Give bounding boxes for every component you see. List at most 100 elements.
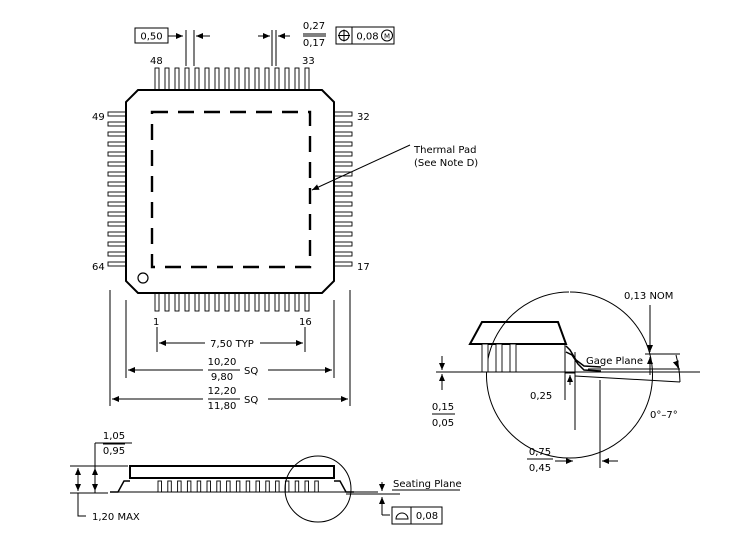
left-pin <box>107 181 127 187</box>
right-pin <box>333 151 353 157</box>
mmc-letter: M <box>384 33 390 41</box>
angle-label: 0°–7° <box>650 410 678 421</box>
top-pin <box>204 67 210 91</box>
bottom-pin <box>234 292 240 312</box>
bottom-pin <box>194 292 200 312</box>
top-pins <box>154 67 310 91</box>
pitch-label: 0,50 <box>140 32 162 43</box>
side-view-labels: 1,05 0,95 1,20 MAX Seating Plane 0,08 <box>92 431 462 523</box>
left-pin <box>107 171 127 177</box>
standoff-min: 0,05 <box>432 418 454 429</box>
standoff-max: 0,15 <box>432 402 454 413</box>
top-pin <box>174 67 180 91</box>
lead-width-max: 0,27 <box>303 21 325 32</box>
top-pin <box>284 67 290 91</box>
side-lead <box>196 480 202 493</box>
detail-body <box>468 321 568 345</box>
detail-pin <box>495 343 503 373</box>
detail-view <box>436 291 700 468</box>
thermal-pad-note: (See Note D) <box>414 158 478 169</box>
left-pin <box>107 121 127 127</box>
right-pin <box>333 111 353 117</box>
side-lead <box>167 480 172 493</box>
top-pin <box>254 67 260 91</box>
left-pin <box>107 251 127 257</box>
pin-label-1: 1 <box>153 317 159 328</box>
pin-label-16: 16 <box>299 317 312 328</box>
bottom-pin <box>164 292 170 312</box>
side-lead <box>255 480 260 493</box>
left-pin <box>107 241 127 247</box>
bottom-pin <box>204 292 210 312</box>
pin-label-17: 17 <box>357 262 370 273</box>
left-pin <box>107 141 127 147</box>
right-pin <box>333 121 353 127</box>
tolerance-value: 0,08 <box>356 32 378 43</box>
overall-sq: SQ <box>244 395 258 406</box>
pad-dimension: 7,50 TYP <box>210 339 254 350</box>
side-lead <box>294 480 300 493</box>
bottom-pin <box>214 292 220 312</box>
body-sq: SQ <box>244 366 258 377</box>
side-lead <box>177 480 182 493</box>
detail-pin <box>481 343 489 373</box>
package-body <box>125 89 335 294</box>
top-pin <box>234 67 240 91</box>
left-pin <box>107 111 127 117</box>
side-view <box>70 442 460 525</box>
detail-pin <box>509 343 517 373</box>
coplanarity-value: 0,08 <box>416 511 438 522</box>
detail-callout-circle <box>284 455 352 523</box>
pin-label-33: 33 <box>302 56 315 67</box>
foot-max: 0,75 <box>529 447 551 458</box>
left-pin <box>107 151 127 157</box>
right-pin <box>333 131 353 137</box>
thermal-pad-leader <box>311 144 411 191</box>
nom-label: 0,13 NOM <box>624 291 673 302</box>
left-pin <box>107 211 127 217</box>
top-pin <box>244 67 250 91</box>
overall-min: 11,80 <box>208 401 237 412</box>
max-height-label: 1,20 MAX <box>92 512 140 523</box>
bottom-pin <box>224 292 230 312</box>
pin-label-49: 49 <box>92 112 105 123</box>
right-pin <box>333 251 353 257</box>
top-pin <box>264 67 270 91</box>
coplanarity-frame <box>391 506 443 525</box>
bottom-pin <box>274 292 280 312</box>
side-body <box>129 465 335 479</box>
right-pins <box>333 111 353 267</box>
gage-plane-label: Gage Plane <box>586 356 643 367</box>
right-pin <box>333 261 353 267</box>
pin-label-32: 32 <box>357 112 370 123</box>
right-pin <box>333 241 353 247</box>
side-lead <box>206 480 211 493</box>
bottom-pin <box>244 292 250 312</box>
side-lead <box>275 480 280 493</box>
left-pin <box>107 161 127 167</box>
left-pin <box>107 231 127 237</box>
right-pin <box>333 161 353 167</box>
top-pin <box>224 67 230 91</box>
bottom-pin <box>264 292 270 312</box>
bottom-pin <box>184 292 190 312</box>
top-pin <box>294 67 300 91</box>
thermal-pad <box>150 110 312 269</box>
bottom-pin <box>304 292 310 312</box>
left-pin <box>107 201 127 207</box>
side-lead <box>265 480 270 493</box>
bottom-pin <box>254 292 260 312</box>
left-pin <box>107 221 127 227</box>
top-view <box>107 26 411 406</box>
top-pin <box>304 67 310 91</box>
thermal-pad-label: Thermal Pad <box>413 145 476 156</box>
side-lead <box>226 480 231 493</box>
side-lead <box>216 480 221 493</box>
side-lead <box>157 480 162 493</box>
bottom-pin <box>294 292 300 312</box>
pin-label-64: 64 <box>92 262 105 273</box>
left-pins <box>107 111 127 267</box>
top-pin <box>274 67 280 91</box>
top-pin <box>154 67 160 91</box>
